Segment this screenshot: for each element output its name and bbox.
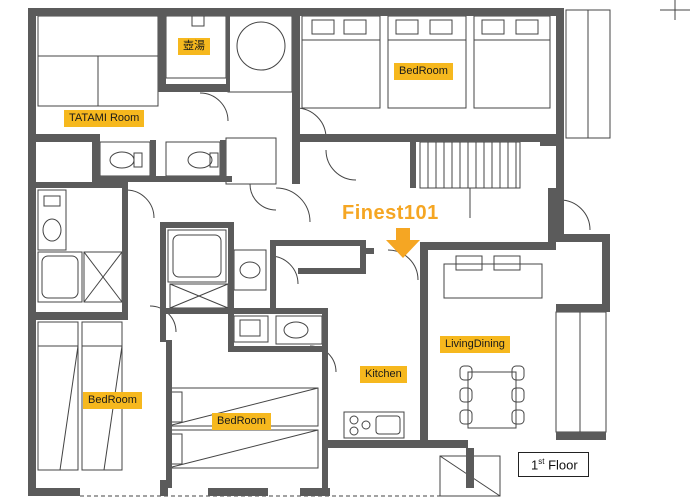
floor-suffix: st [538,457,545,466]
walls [28,8,610,496]
floor-word: Floor [548,457,578,473]
tatami-mats [37,15,159,107]
round-tub [236,21,286,71]
floor-number: 1 [531,457,539,473]
room-label-bedroom-top: BedRoom [394,63,453,80]
brand-name: Finest101 [342,202,439,224]
toilet-2 [187,151,213,169]
tub-room [227,15,293,93]
arrow-down-icon [386,228,420,258]
bathtub-center [167,229,227,283]
floor-indicator: 1st Floor [518,452,589,478]
dining-table [467,371,517,429]
room-label-tatami: TATAMI Room [64,110,145,127]
living-furniture [443,255,543,429]
left-bedroom-beds [37,305,177,471]
top-bedroom-beds [301,15,551,109]
kitchen-counter [343,411,405,439]
toilet-1 [109,151,135,169]
room-label-tsuboyu: 壺湯 [178,38,210,55]
room-label-living: LivingDining [440,336,510,353]
toilet-3 [283,321,309,339]
room-label-kitchen: Kitchen [360,366,407,383]
balcony-bottom [555,311,607,433]
bathtub-left [37,251,83,303]
room-label-bedroom-mid: BedRoom [212,413,271,430]
room-label-bedroom-left: BedRoom [83,392,142,409]
